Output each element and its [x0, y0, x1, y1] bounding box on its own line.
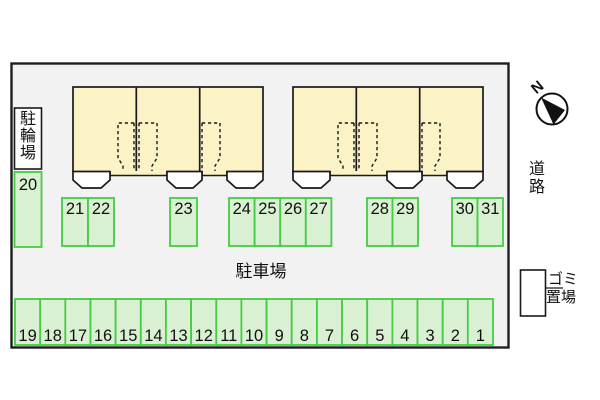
- parking-space-18: 18: [39, 298, 67, 346]
- parking-space-17: 17: [64, 298, 92, 346]
- parking-space-5: 5: [366, 298, 394, 346]
- building-2: [292, 86, 484, 189]
- parking-space-22: 22: [87, 197, 115, 247]
- entrance-alcove: [337, 122, 355, 171]
- parking-space-12: 12: [190, 298, 218, 346]
- space-number: 23: [174, 200, 192, 218]
- road-char-2: 路: [529, 178, 545, 196]
- parking-space-25: 25: [253, 197, 282, 247]
- building-1: [72, 86, 264, 189]
- parking-space-24: 24: [228, 197, 256, 247]
- space-number: 6: [350, 327, 359, 345]
- space-number: 2: [451, 327, 460, 345]
- space-number: 26: [284, 200, 302, 218]
- bicycle-label-char-1: 駐: [20, 110, 36, 128]
- space-number: 13: [169, 327, 187, 345]
- compass-needle-icon: [541, 97, 565, 125]
- entrance-porch: [446, 170, 484, 189]
- parking-space-8: 8: [290, 298, 318, 346]
- space-number: 5: [375, 327, 384, 345]
- parking-space-21: 21: [61, 197, 89, 247]
- space-number: 14: [144, 327, 162, 345]
- space-number: 31: [481, 200, 499, 218]
- entrance-porch: [292, 170, 331, 189]
- space-number: 11: [220, 327, 237, 345]
- parking-space-28: 28: [366, 197, 394, 247]
- garbage-label-line2: 置場: [546, 289, 576, 306]
- garbage-area: ゴミ 置場: [519, 269, 578, 317]
- entrance-alcove: [421, 122, 441, 171]
- parking-space-23: 23: [169, 197, 198, 247]
- parking-space-13: 13: [164, 298, 192, 346]
- space-number: 21: [66, 200, 84, 218]
- parking-space-9: 9: [265, 298, 293, 346]
- building-2-body: [292, 86, 484, 173]
- building-2-step-1: [329, 171, 388, 177]
- parking-lot-label: 駐車場: [236, 262, 287, 281]
- parking-space-31: 31: [476, 197, 504, 247]
- space-number: 9: [275, 327, 284, 345]
- space-number: 22: [92, 200, 110, 218]
- building-2-step-2: [421, 171, 448, 177]
- parking-space-3: 3: [416, 298, 444, 346]
- entrance-alcove: [138, 122, 158, 171]
- middle-parking-row: 21 22 23 24 25 26 27 28 29 30 31: [61, 197, 504, 247]
- bicycle-parking-label: 駐 輪 場: [13, 107, 43, 170]
- space-number: 28: [371, 200, 389, 218]
- bottom-parking-row: 19 18 17 16 15 14 13 12 11 10 9 8 7 6 5 …: [14, 298, 494, 346]
- parking-space-19: 19: [14, 298, 42, 346]
- space-number: 19: [18, 327, 36, 345]
- parking-space-10: 10: [240, 298, 268, 346]
- bicycle-label-char-2: 輪: [20, 127, 36, 145]
- road-label: 道 路: [529, 160, 545, 196]
- entrance-alcove: [201, 122, 221, 171]
- entrance-alcove: [117, 122, 135, 171]
- parking-space-26: 26: [279, 197, 307, 247]
- space-number: 4: [400, 327, 409, 345]
- space-number: 7: [325, 327, 334, 345]
- space-number: 20: [19, 176, 37, 194]
- road-char-1: 道: [529, 160, 545, 178]
- space-number: 18: [44, 327, 62, 345]
- entrance-alcove: [358, 122, 378, 171]
- space-number: 25: [258, 200, 276, 218]
- space-number: 8: [300, 327, 309, 345]
- parking-space-15: 15: [114, 298, 142, 346]
- parking-space-2: 2: [441, 298, 469, 346]
- entrance-porch: [166, 170, 203, 189]
- building-1-body: [72, 86, 264, 173]
- space-number: 29: [396, 200, 414, 218]
- bicycle-label-char-3: 場: [20, 144, 36, 162]
- building-1-step-1: [109, 171, 168, 177]
- parking-space-1: 1: [466, 298, 494, 346]
- entrance-porch: [386, 170, 423, 189]
- compass: N: [528, 78, 569, 126]
- parking-space-7: 7: [315, 298, 343, 346]
- space-number: 10: [245, 327, 263, 345]
- space-number: 30: [456, 200, 474, 218]
- parking-space-14: 14: [139, 298, 167, 346]
- space-number: 1: [476, 327, 485, 345]
- space-number: 17: [69, 327, 87, 345]
- space-number: 16: [94, 327, 112, 345]
- space-number: 3: [426, 327, 435, 345]
- space-number: 15: [119, 327, 137, 345]
- parking-space-29: 29: [391, 197, 419, 247]
- parking-space-30: 30: [451, 197, 479, 247]
- parking-space-6: 6: [341, 298, 369, 346]
- parking-space-16: 16: [89, 298, 117, 346]
- space-number: 27: [309, 200, 327, 218]
- space-number: 12: [195, 327, 213, 345]
- bicycle-parking-label-box: [13, 107, 43, 170]
- space-number: 24: [233, 200, 251, 218]
- entrance-porch: [72, 170, 111, 189]
- parking-space-4: 4: [391, 298, 419, 346]
- parking-space-20: 20: [13, 171, 43, 248]
- building-1-step-2: [201, 171, 228, 177]
- parking-space-27: 27: [304, 197, 333, 247]
- garbage-box: [519, 269, 547, 317]
- entrance-porch: [226, 170, 264, 189]
- garbage-label-line1: ゴミ: [548, 270, 578, 288]
- parking-space-11: 11: [215, 298, 243, 346]
